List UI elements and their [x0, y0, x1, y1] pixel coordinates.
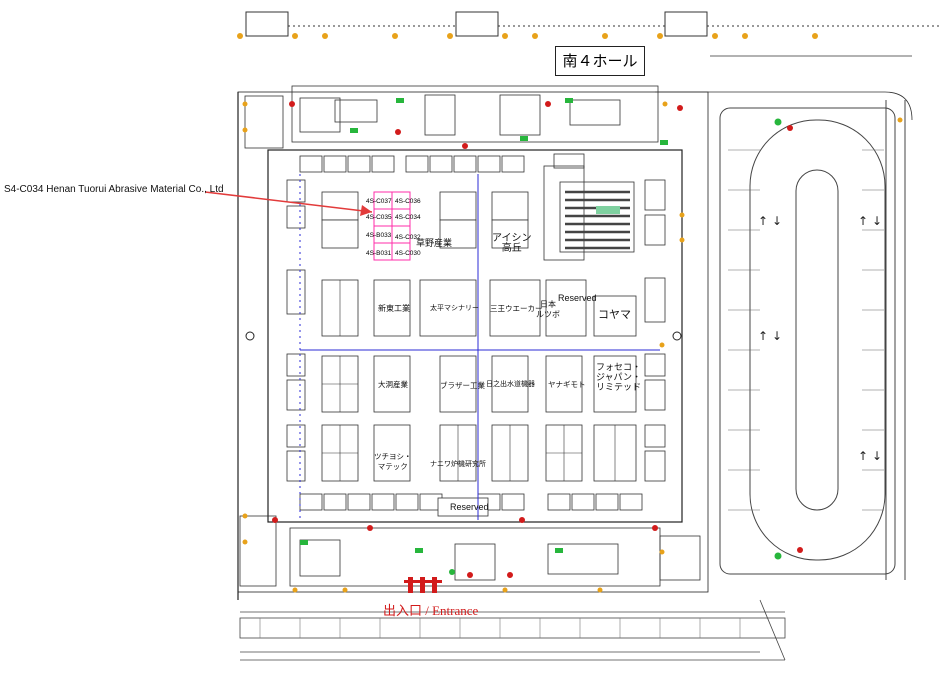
svg-text:↑: ↑ [758, 329, 768, 343]
booth-col-right [644, 179, 666, 482]
booth-grid-dividers [322, 280, 616, 481]
hall-walls [237, 91, 709, 600]
pillar-marker-2 [672, 331, 682, 341]
exit-markers [272, 101, 803, 578]
exhibitor-label[interactable]: 新東工業 [378, 304, 410, 313]
booth-id[interactable]: 4S-C030 [395, 250, 421, 257]
exhibitor-label[interactable]: アイシン 高丘 [492, 233, 532, 254]
callout-arrowhead [360, 205, 372, 216]
perimeter-lights [242, 101, 903, 593]
booth-col-left [286, 179, 306, 482]
exhibitor-label[interactable]: 太平マシナリー [430, 305, 479, 312]
seating-rows [565, 190, 630, 250]
track-arrows: ↑ ↓ ↑ ↓ ↑ ↓ ↑ ↓ [758, 214, 882, 463]
exhibitor-label[interactable]: ヤナギモト [548, 380, 586, 389]
bottom-strip [289, 527, 701, 587]
booth-id[interactable]: 4S-B033 [366, 232, 392, 239]
svg-text:↓: ↓ [772, 214, 782, 228]
reserved-label-1: Reserved [558, 293, 597, 303]
exhibitor-label[interactable]: ナニワ炉機研究所 [430, 461, 486, 468]
booth-id[interactable]: 4S-C034 [395, 214, 421, 221]
track-stripes [728, 149, 884, 511]
callout-label: S4-C034 Henan Tuorui Abrasive Material C… [4, 184, 224, 195]
left-service [239, 95, 284, 587]
exhibitor-label[interactable]: 日本 ルツボ [536, 300, 560, 319]
exhibitor-label[interactable]: コヤマ [598, 309, 631, 321]
svg-text:↓: ↓ [872, 214, 882, 228]
green-exit-signs [300, 98, 782, 575]
seminar-area [543, 165, 635, 261]
exhibitor-label[interactable]: 三王ウエーカー [490, 304, 543, 313]
pillar-marker [245, 331, 255, 341]
svg-text:↑: ↑ [858, 214, 868, 228]
callout-arrow-line [204, 191, 373, 213]
svg-text:↓: ↓ [772, 329, 782, 343]
outer-boundary [655, 55, 913, 121]
booth-id[interactable]: 4S-C035 [366, 214, 392, 221]
booth-id[interactable]: 4S-C032 [395, 234, 421, 241]
entrance-label: 出入口 / Entrance [383, 603, 479, 618]
entrance-doors [404, 577, 442, 593]
booth-grid-row4 [321, 424, 637, 482]
svg-text:↑: ↑ [858, 449, 868, 463]
booth-id[interactable]: 4S-B031 [366, 250, 392, 257]
booth-id[interactable]: 4S-C037 [366, 198, 392, 205]
booth-row-top [299, 153, 585, 173]
aisle-markers [299, 174, 660, 520]
svg-text:↑: ↑ [758, 214, 768, 228]
booth-id[interactable]: 4S-C036 [395, 198, 421, 205]
walkway-stripes [259, 618, 741, 638]
exhibitor-label[interactable]: ツチヨシ・ マテック [374, 452, 412, 471]
highlight-booths [373, 191, 411, 261]
exhibitor-label[interactable]: フォセコ・ ジャパン・ リミテッド [596, 362, 642, 392]
booth-grid-row2 [321, 279, 637, 337]
svg-text:↓: ↓ [872, 449, 882, 463]
top-service-blocks [245, 11, 940, 37]
exhibitor-label[interactable]: ブラザー工業 [440, 381, 485, 390]
top-lights [237, 33, 818, 39]
top-strip [291, 85, 659, 143]
exhibitor-label[interactable]: 日之出水道機器 [486, 381, 535, 388]
seminar-screen [596, 206, 620, 214]
exhibitor-label[interactable]: 草野産業 [416, 238, 453, 248]
exhibitor-label[interactable]: 大洞産業 [378, 380, 408, 389]
walkway [239, 599, 786, 661]
track [719, 100, 906, 580]
reserved-label-2: Reserved [450, 502, 489, 512]
hall-name: 南４ホール [555, 46, 645, 76]
booth-row-bottom [299, 493, 643, 517]
